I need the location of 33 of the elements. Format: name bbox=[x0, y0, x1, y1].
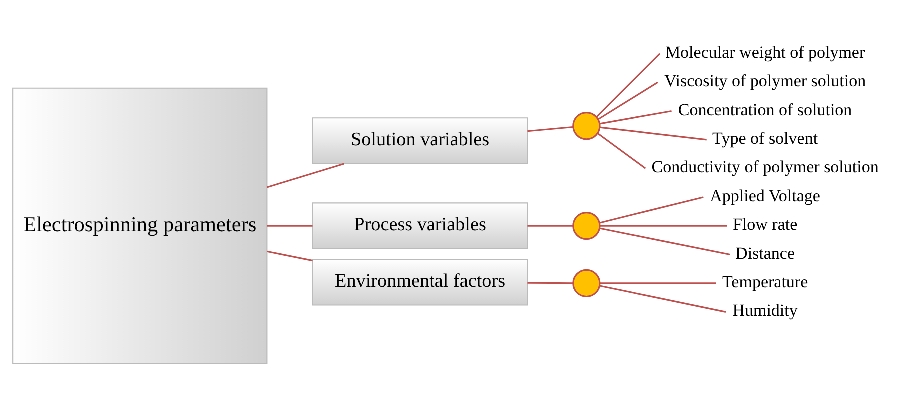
connector bbox=[600, 196, 704, 224]
connector bbox=[600, 126, 707, 141]
node-text: Humidity bbox=[732, 301, 798, 320]
node-text: Conductivity of polymer solution bbox=[652, 158, 879, 177]
node-text: Temperature bbox=[722, 272, 808, 292]
node-box: Environmental factors bbox=[312, 259, 528, 306]
node-text: Molecular weight of polymer bbox=[665, 42, 866, 62]
connector bbox=[600, 110, 672, 125]
node-box: Process variables bbox=[312, 202, 528, 250]
node-box: Solution variables bbox=[312, 118, 528, 164]
connector bbox=[267, 250, 313, 262]
connector bbox=[596, 53, 661, 118]
connector bbox=[600, 228, 730, 256]
connector bbox=[528, 126, 574, 132]
node-text: Viscosity of polymer solution bbox=[664, 72, 866, 91]
node-text: Applied Voltage bbox=[710, 186, 820, 206]
connector bbox=[598, 82, 658, 120]
node-circle bbox=[572, 269, 601, 298]
connector bbox=[528, 282, 574, 284]
node-text: Flow rate bbox=[732, 215, 798, 234]
connector bbox=[600, 285, 726, 313]
node-text: Distance bbox=[736, 244, 796, 263]
connector bbox=[528, 225, 574, 227]
connector bbox=[597, 132, 646, 170]
node-text: Type of solvent bbox=[712, 128, 818, 148]
connector bbox=[267, 225, 313, 227]
node-text: Concentration of solution bbox=[678, 100, 852, 120]
node-circle bbox=[572, 112, 601, 140]
connector bbox=[600, 225, 728, 227]
connector bbox=[600, 282, 716, 284]
connector bbox=[266, 163, 344, 188]
node-box: Electrospinning parameters bbox=[12, 88, 268, 364]
node-circle bbox=[572, 212, 601, 240]
